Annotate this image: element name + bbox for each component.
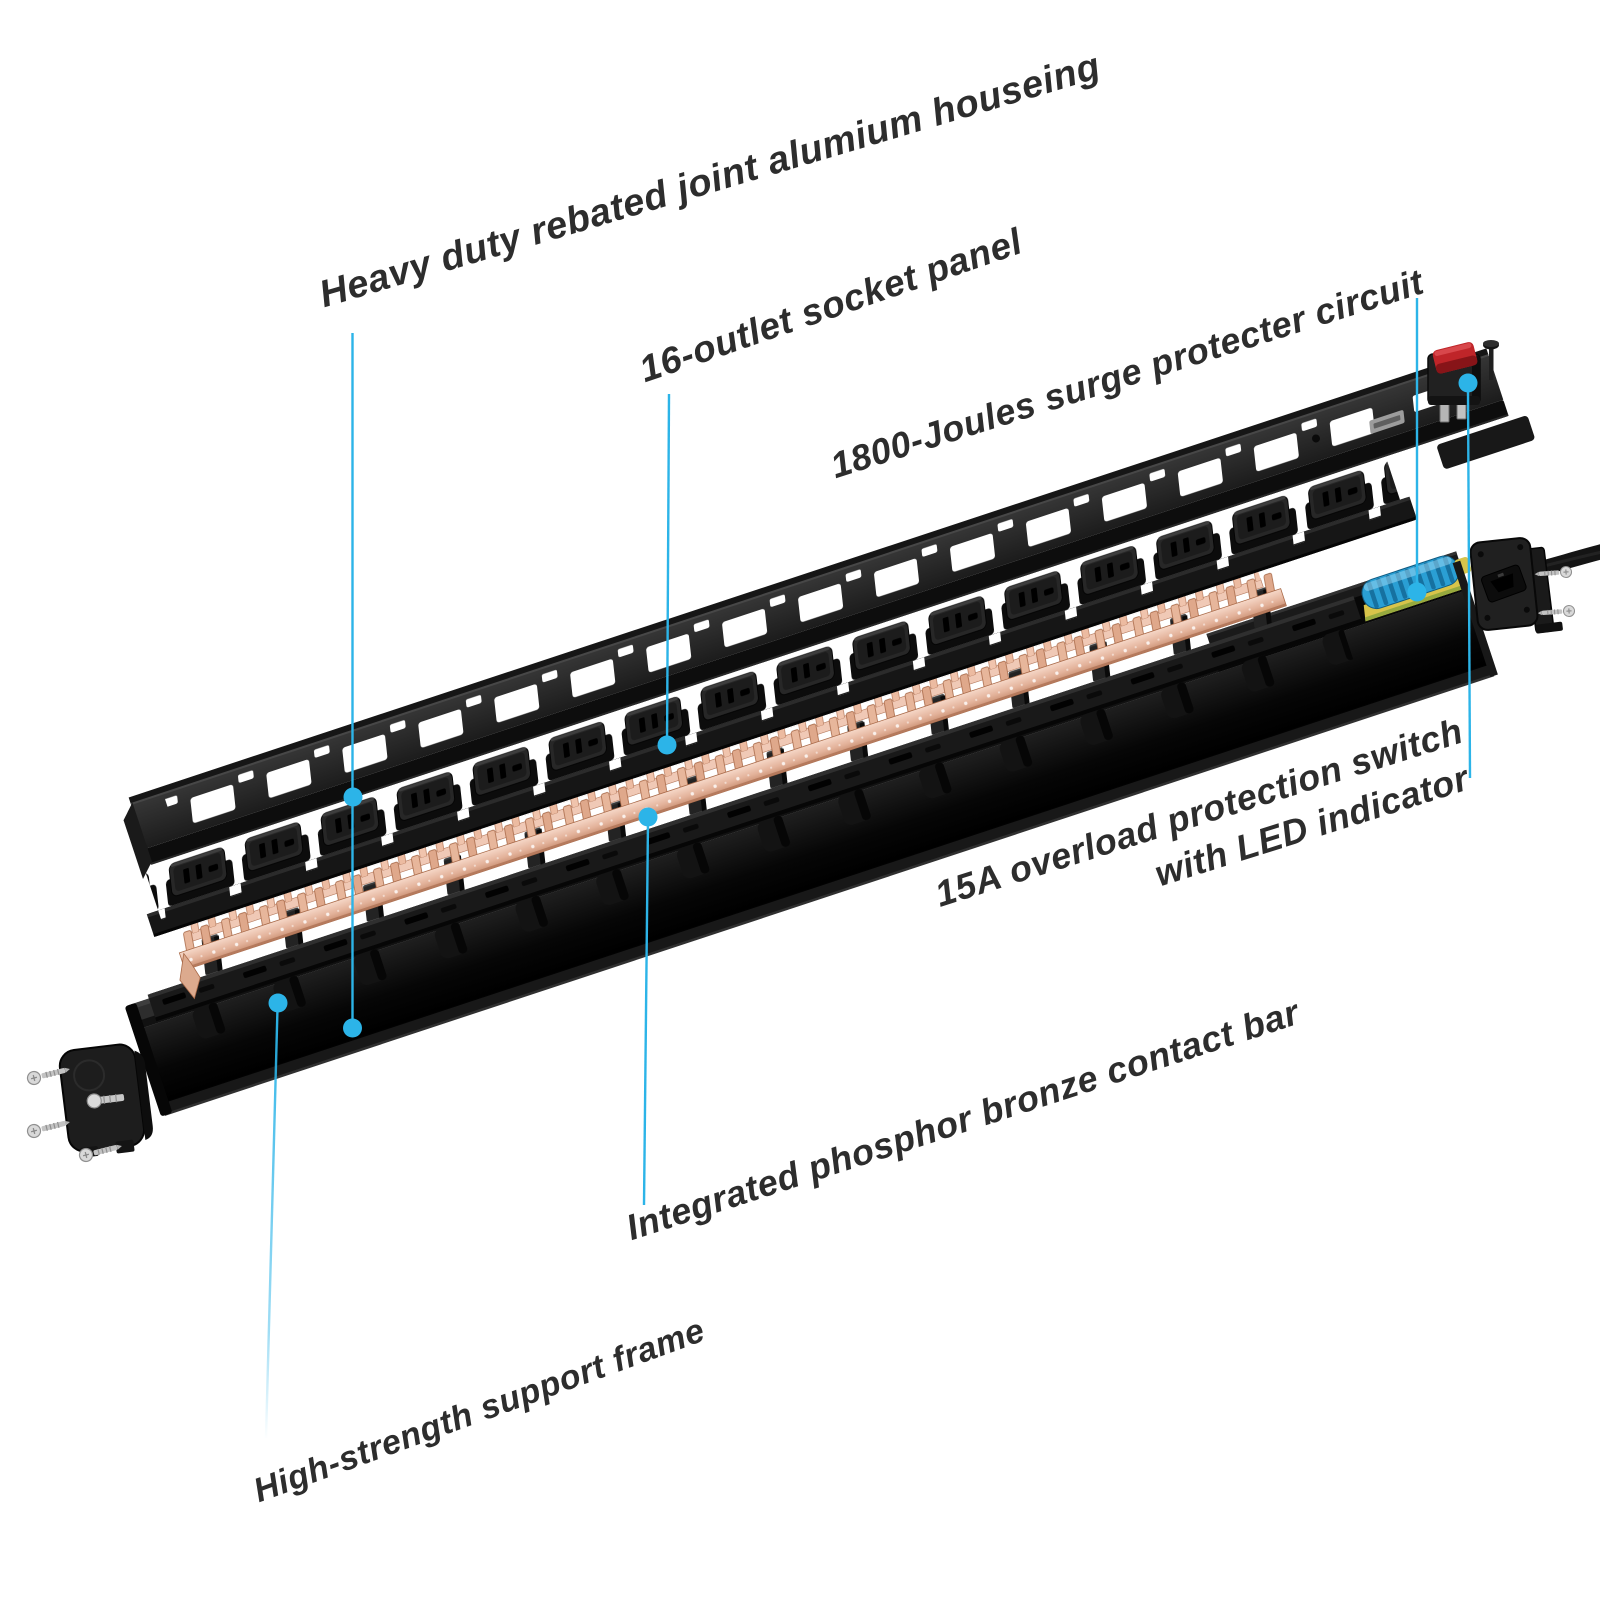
leader-socket-panel (665, 393, 671, 746)
leader-support-frame (264, 1007, 279, 1439)
contact-bar (172, 561, 1287, 1000)
rocker-button (1432, 342, 1478, 374)
end-cap-screw-boss (86, 1093, 125, 1109)
leader-dots (268, 373, 1478, 1038)
leader-overload-switch (1466, 389, 1472, 779)
leader-lines (264, 298, 1472, 1439)
brand-logo (1369, 410, 1405, 434)
end-cap (58, 1043, 153, 1158)
cover-pilot-hole (1311, 434, 1320, 443)
inlet-plate (1469, 537, 1539, 631)
support-frame (147, 565, 1363, 1053)
cover-end-return (1437, 415, 1535, 469)
top-cover (123, 348, 1535, 880)
switch-screw (1483, 340, 1499, 380)
iec-inlet (1481, 564, 1527, 603)
socket-panel (142, 452, 1418, 937)
cover-end-flap (123, 802, 152, 880)
contact-bar-end-tab (179, 952, 201, 1000)
cover-outlet-cutouts (163, 395, 1384, 839)
leader-contact-bar (642, 819, 650, 1206)
